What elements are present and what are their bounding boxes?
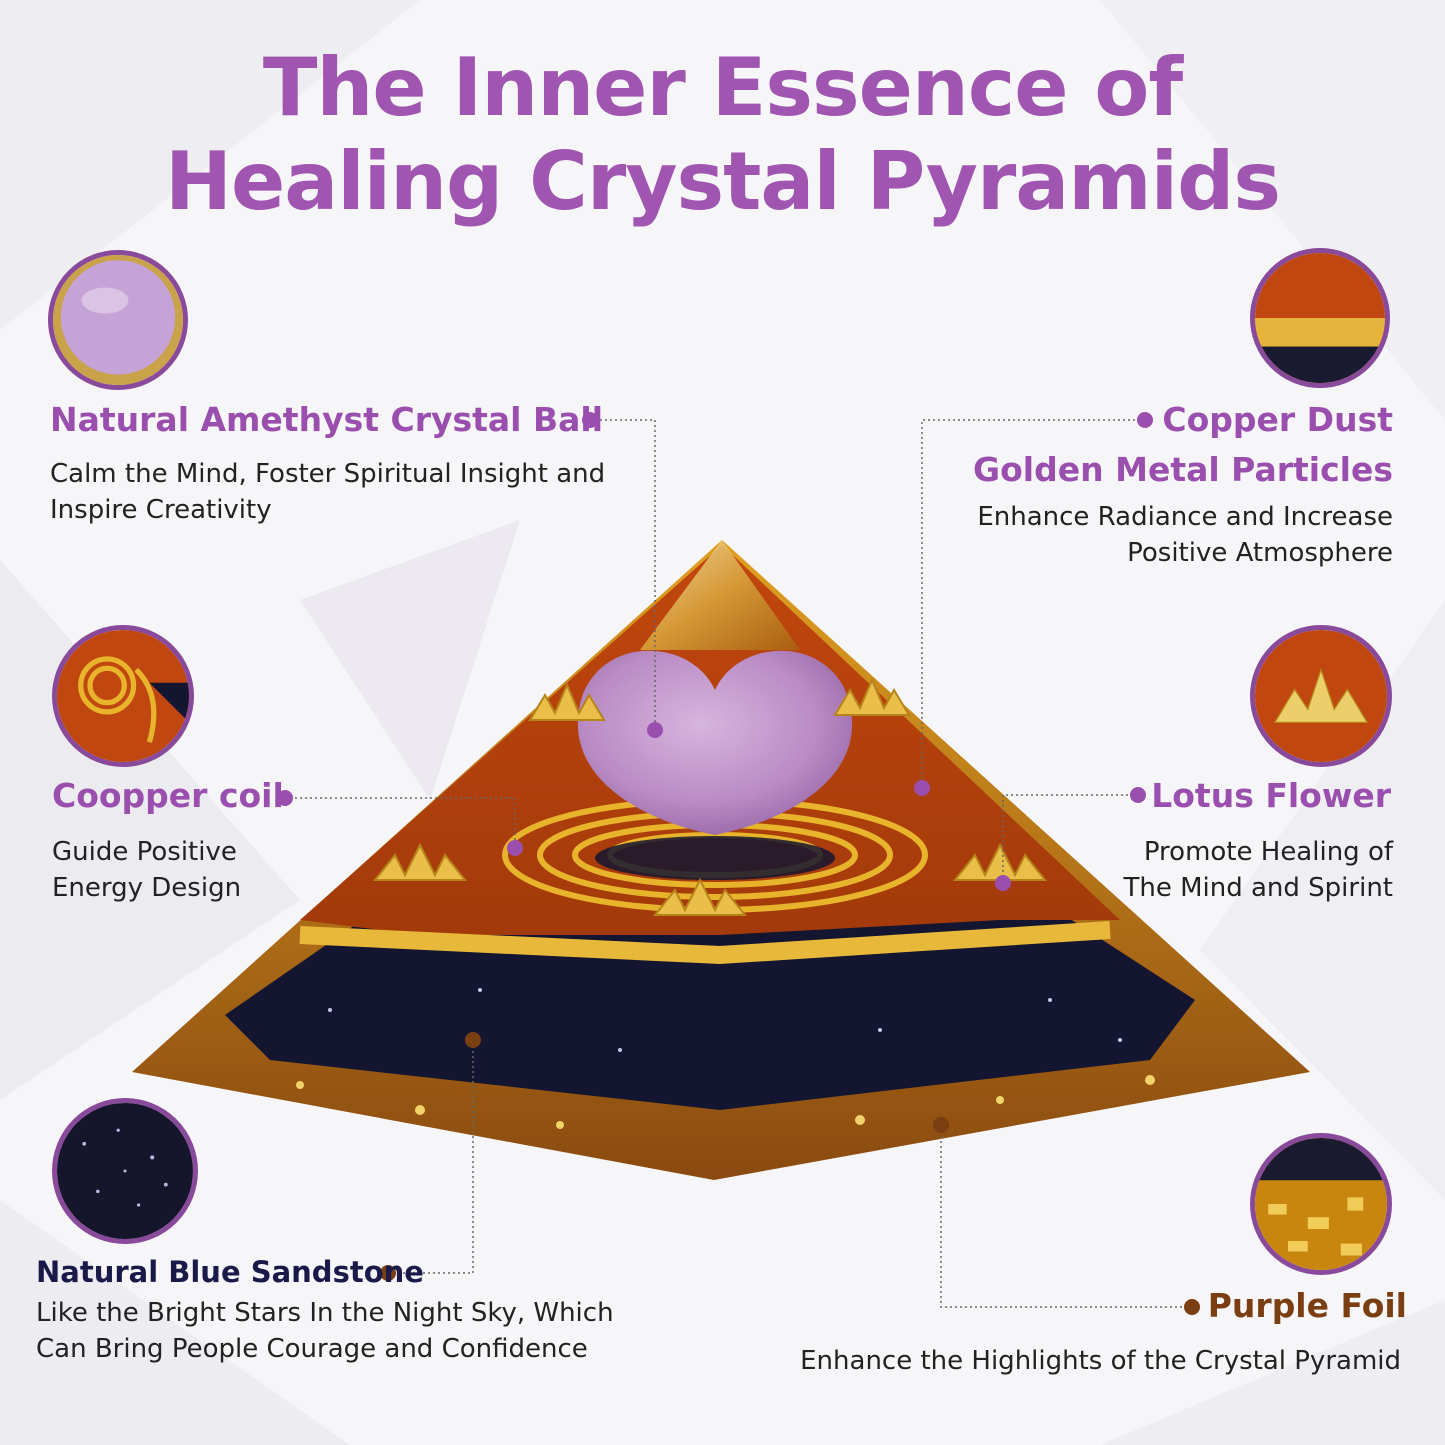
lotus-desc-line2: The Mind and Spirint: [1123, 873, 1393, 903]
purple-foil-thumbnail: [1250, 1133, 1392, 1275]
amethyst-thumbnail: [48, 250, 188, 390]
sandstone-desc-line1: Like the Bright Stars In the Night Sky, …: [36, 1298, 614, 1328]
copper-coil-desc-line2: Energy Design: [52, 873, 242, 903]
lotus-desc-line1: Promote Healing of: [1143, 837, 1393, 867]
copper-dust-label-line2: Golden Metal Particles: [973, 450, 1393, 489]
purple-foil-label: Purple Foil: [1207, 1286, 1407, 1325]
copper-dust-desc-line2: Positive Atmosphere: [1127, 538, 1393, 568]
lotus-label: Lotus Flower: [1151, 776, 1391, 815]
copper-dust-desc-line1: Enhance Radiance and Increase: [977, 502, 1393, 532]
copper-dust-label-line1: Copper Dust: [1162, 400, 1393, 439]
purple-foil-desc-line1: Enhance the Highlights of the Crystal Py…: [800, 1346, 1401, 1376]
page-title-line2: Healing Crystal Pyramids: [165, 135, 1281, 228]
copper-dust-thumbnail: [1250, 248, 1390, 388]
amethyst-desc-line2: Inspire Creativity: [50, 495, 272, 525]
copper-coil-thumbnail: [52, 625, 194, 767]
sandstone-thumbnail: [52, 1098, 198, 1244]
page-title-line1: The Inner Essence of: [262, 41, 1183, 134]
sandstone-desc-line2: Can Bring People Courage and Confidence: [36, 1334, 588, 1364]
amethyst-label: Natural Amethyst Crystal Ball: [50, 400, 604, 439]
lotus-thumbnail: [1250, 625, 1392, 767]
copper-coil-label: Coopper coil: [52, 776, 284, 815]
sandstone-label: Natural Blue Sandstone: [36, 1255, 424, 1289]
copper-coil-desc-line1: Guide Positive: [52, 837, 237, 867]
amethyst-desc-line1: Calm the Mind, Foster Spiritual Insight …: [50, 459, 606, 489]
